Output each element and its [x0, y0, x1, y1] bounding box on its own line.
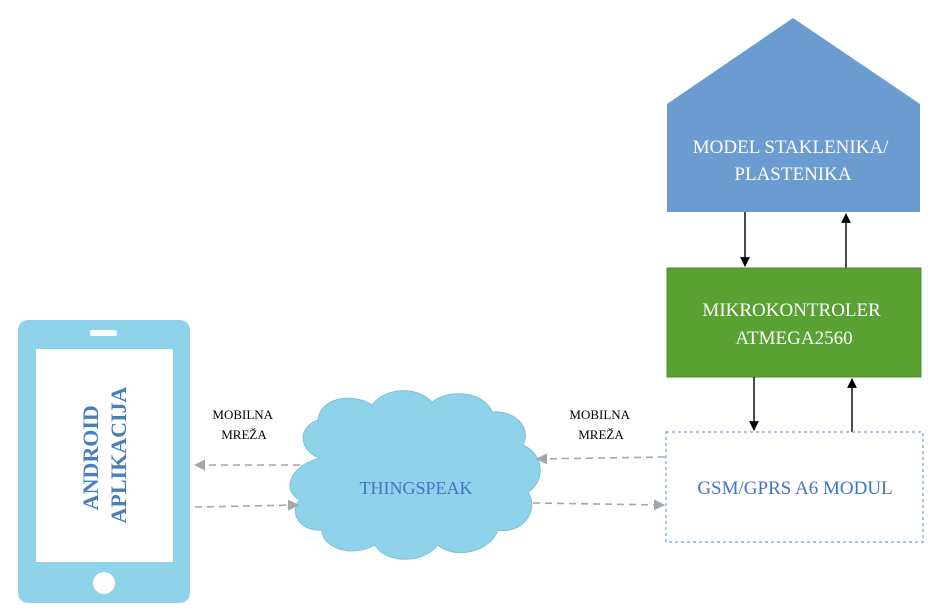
microcontroller-block: MIKROKONTROLER ATMEGA2560: [666, 267, 922, 378]
gsm-module-box: [665, 431, 924, 543]
left-network-label-line2: MREŽA: [221, 427, 267, 442]
phone-speaker: [90, 330, 117, 336]
phone-label-line2: APLIKACIJA: [106, 386, 131, 523]
right-network-label-line1: MOBILNA: [569, 407, 630, 422]
left-network-label: MOBILNA MREŽA: [212, 407, 275, 442]
right-network-label-line2: MREŽA: [578, 427, 624, 442]
phone-home-button: [93, 572, 115, 594]
phone-label: ANDROID APLIKACIJA: [78, 386, 131, 523]
greenhouse-model: MODEL STAKLENIKA/ PLASTENIKA: [667, 18, 920, 212]
gsm-module-label: GSM/GPRS A6 MODUL: [697, 478, 892, 499]
phone-to-cloud-arrow: [194, 499, 300, 511]
gsm-module-block: GSM/GPRS A6 MODUL: [665, 431, 924, 543]
cloud-to-gsm-arrow: [532, 499, 666, 511]
greenhouse-label-line2: PLASTENIKA: [734, 164, 851, 185]
thingspeak-cloud: THINGSPEAK: [289, 390, 541, 560]
phone-screen: [36, 349, 173, 562]
greenhouse-shape: [667, 18, 920, 212]
cloud-shape: [289, 390, 541, 560]
cloud-label: THINGSPEAK: [359, 478, 472, 498]
greenhouse-label: MODEL STAKLENIKA/ PLASTENIKA: [693, 137, 893, 185]
android-phone: ANDROID APLIKACIJA: [18, 320, 190, 603]
left-network-label-line1: MOBILNA: [212, 407, 273, 422]
microcontroller-box: [666, 267, 922, 378]
microcontroller-label-line1: MIKROKONTROLER: [702, 300, 881, 321]
greenhouse-label-line1: MODEL STAKLENIKA/: [693, 137, 889, 158]
microcontroller-label-line2: ATMEGA2560: [735, 328, 852, 349]
right-network-label: MOBILNA MREŽA: [569, 407, 632, 442]
microcontroller-label: MIKROKONTROLER ATMEGA2560: [702, 300, 885, 349]
phone-label-line1: ANDROID: [78, 405, 103, 510]
gsm-to-cloud-arrow: [535, 453, 666, 465]
